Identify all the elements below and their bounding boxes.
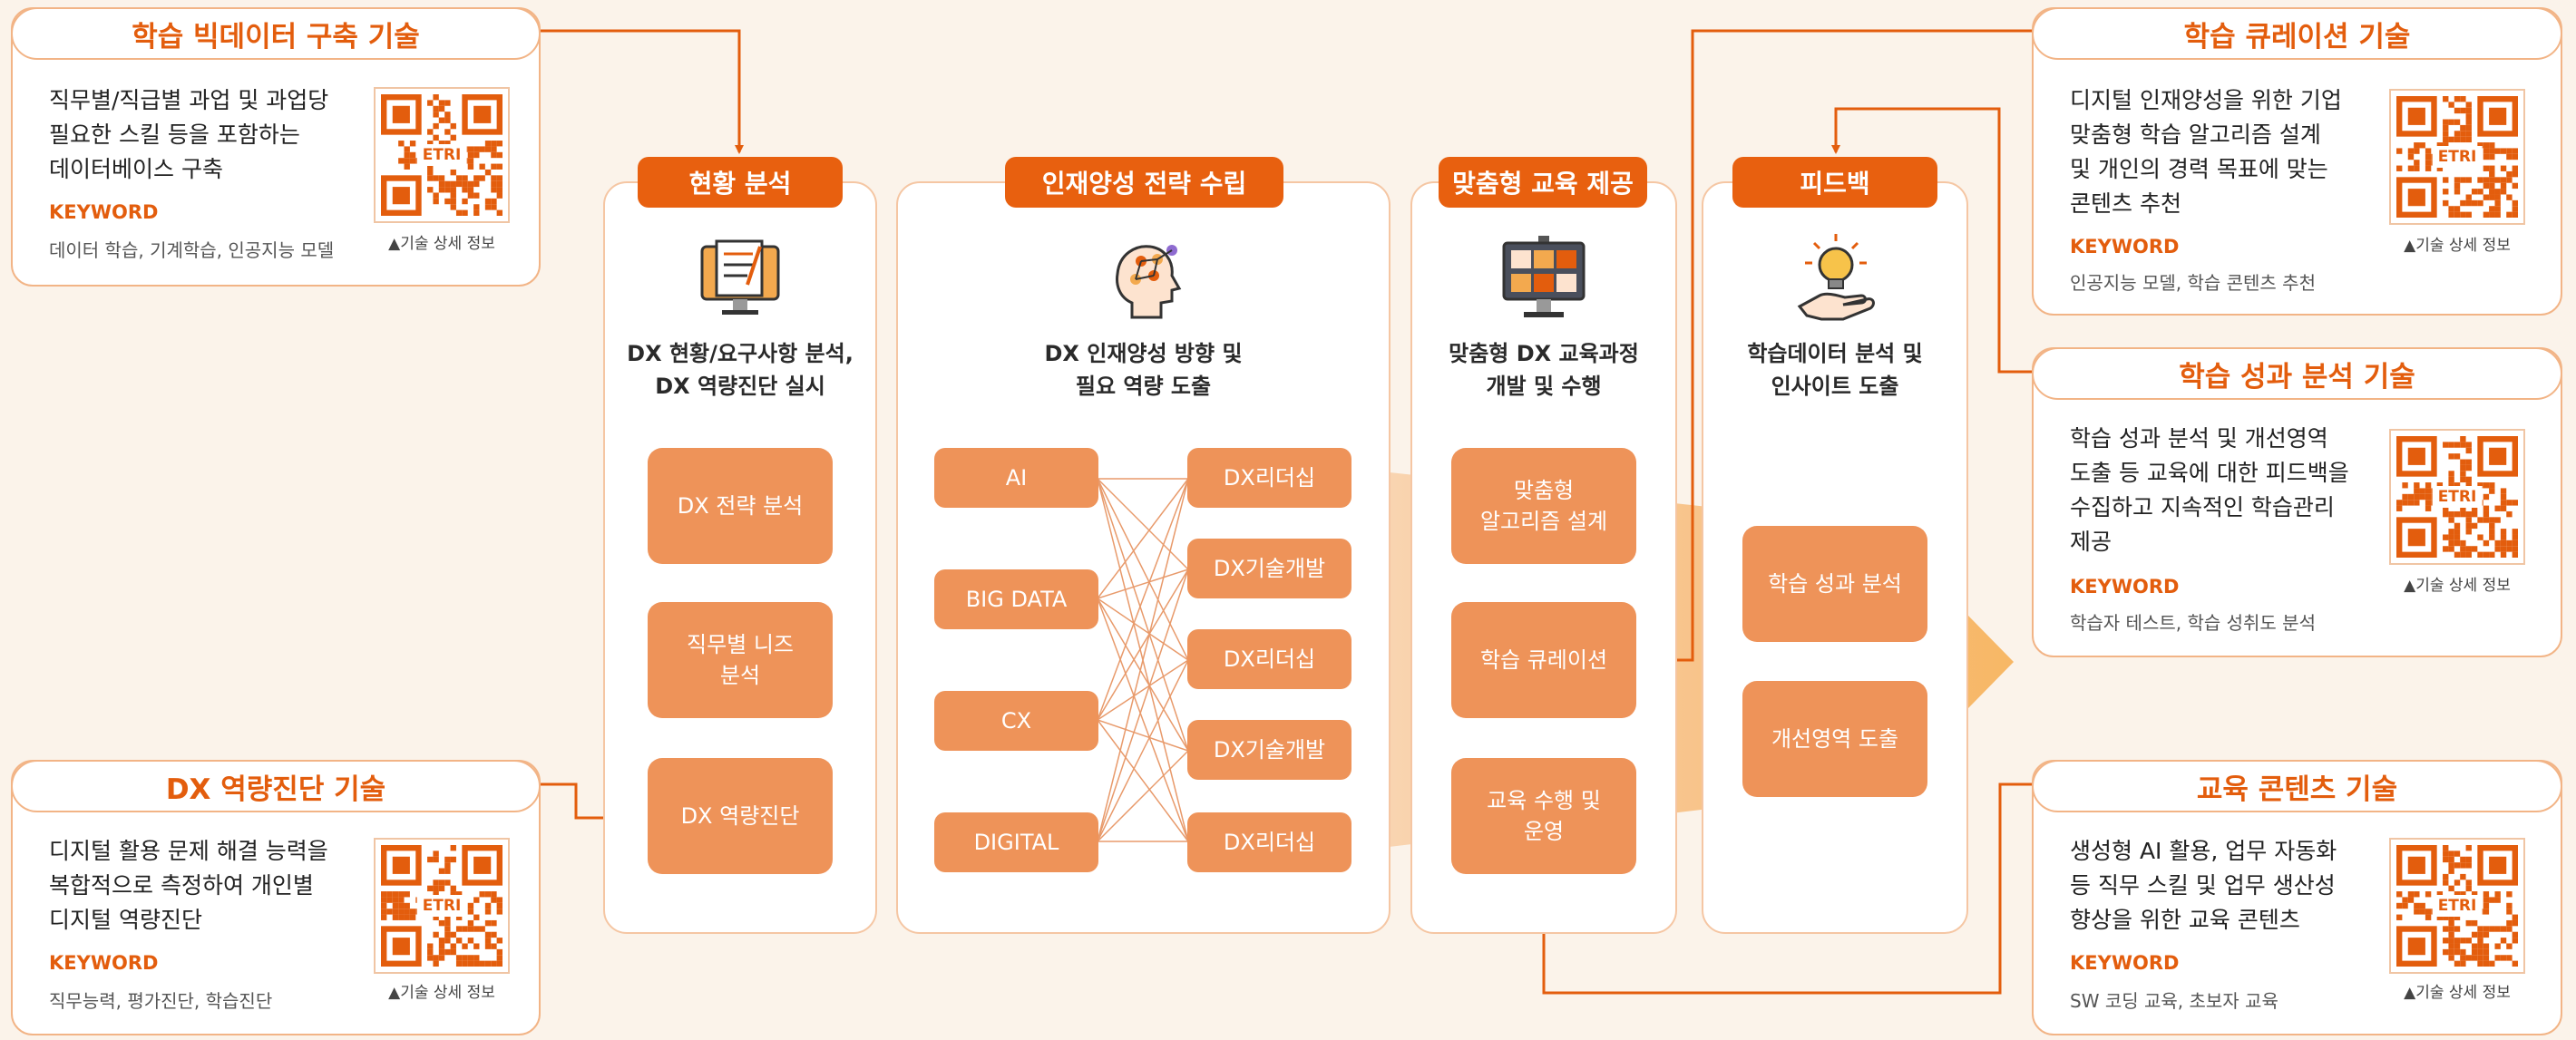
box-dx-leadership-2: DX리더십: [1187, 629, 1351, 689]
card-title: 학습 큐레이션 기술: [2032, 7, 2562, 60]
box-learning-curation: 학습 큐레이션: [1451, 602, 1636, 718]
box-education-operation: 교육 수행 및 운영: [1451, 758, 1636, 874]
column-subtitle-strategy: DX 인재양성 방향 및 필요 역량 도출: [1044, 341, 1243, 399]
card-description: 디지털 인재양성을 위한 기업 맞춤형 학습 알고리즘 설계 및 개인의 경력 …: [2070, 87, 2342, 217]
card-description: 직무별/직급별 과업 및 과업당 필요한 스킬 등을 포함하는 데이터베이스 구…: [49, 87, 329, 182]
etri-logo: ETRI: [2432, 895, 2483, 917]
tech-card-curation: 학습 큐레이션 기술 디지털 인재양성을 위한 기업 맞춤형 학습 알고리즘 설…: [2032, 7, 2562, 316]
keyword-label: KEYWORD: [49, 201, 159, 223]
box-dx-strategy: DX 전략 분석: [648, 448, 833, 564]
etri-logo: ETRI: [2432, 146, 2483, 168]
box-digital: DIGITAL: [934, 812, 1098, 872]
box-big-data: BIG DATA: [934, 569, 1098, 629]
head-network-icon: [1116, 245, 1182, 319]
box-dx-leadership-1: DX리더십: [1187, 448, 1351, 508]
etri-logo: ETRI: [2432, 486, 2483, 508]
etri-logo: ETRI: [416, 895, 467, 917]
qr-caption: ▲기술 상세 정보: [2404, 577, 2511, 595]
keyword-text: 데이터 학습, 기계학습, 인공지능 모델: [49, 239, 335, 261]
video-conference-icon: [1502, 236, 1586, 317]
keyword-text: 인공지능 모델, 학습 콘텐츠 추천: [2070, 272, 2316, 294]
card-title: DX 역량진단 기술: [11, 760, 541, 812]
tech-card-performance: 학습 성과 분석 기술 학습 성과 분석 및 개선영역 도출 등 교육에 대한 …: [2032, 347, 2562, 657]
card-description: 학습 성과 분석 및 개선영역 도출 등 교육에 대한 피드백을 수집하고 지속…: [2070, 425, 2349, 555]
box-cx: CX: [934, 691, 1098, 751]
column-header-analysis: 현황 분석: [638, 157, 843, 208]
keyword-text: SW 코딩 교육, 초보자 교육: [2070, 990, 2278, 1012]
box-custom-algorithm: 맞춤형 알고리즘 설계: [1451, 448, 1636, 564]
tech-card-bigdata: 학습 빅데이터 구축 기술 직무별/직급별 과업 및 과업당 필요한 스킬 등을…: [11, 7, 541, 287]
etri-logo: ETRI: [416, 144, 467, 166]
qr-caption: ▲기술 상세 정보: [388, 235, 495, 253]
box-dx-diagnosis: DX 역량진단: [648, 758, 833, 874]
column-header-feedback: 피드백: [1732, 157, 1937, 208]
qr-code-icon[interactable]: ETRI: [2389, 838, 2525, 974]
card-description: 생성형 AI 활용, 업무 자동화 등 직무 스킬 및 업무 생산성 향상을 위…: [2070, 838, 2337, 933]
box-job-needs: 직무별 니즈 분석: [648, 602, 833, 718]
box-dx-leadership-3: DX리더십: [1187, 812, 1351, 872]
tech-card-dx-diagnosis: DX 역량진단 기술 디지털 활용 문제 해결 능력을 복합적으로 측정하여 개…: [11, 760, 541, 1035]
qr-code-icon[interactable]: ETRI: [2389, 89, 2525, 225]
arrow-bigdata: [541, 29, 744, 154]
column-subtitle-analysis: DX 현황/요구사항 분석, DX 역량진단 실시: [627, 341, 854, 399]
qr-caption: ▲기술 상세 정보: [2404, 237, 2511, 255]
card-title: 학습 성과 분석 기술: [2032, 347, 2562, 400]
column-header-custom: 맞춤형 교육 제공: [1439, 157, 1647, 208]
card-title: 교육 콘텐츠 기술: [2032, 760, 2562, 812]
monitor-checklist-icon: [700, 239, 780, 315]
qr-code-icon[interactable]: ETRI: [374, 838, 510, 974]
box-dx-tech-1: DX기술개발: [1187, 539, 1351, 598]
qr-code-icon[interactable]: ETRI: [2389, 429, 2525, 565]
column-header-strategy: 인재양성 전략 수립: [1005, 157, 1283, 208]
qr-caption: ▲기술 상세 정보: [2404, 984, 2511, 1002]
keyword-text: 학습자 테스트, 학습 성취도 분석: [2070, 612, 2316, 634]
lightbulb-hand-icon: [1797, 234, 1875, 321]
column-subtitle-feedback: 학습데이터 분석 및 인사이트 도출: [1747, 341, 1923, 399]
qr-caption: ▲기술 상세 정보: [388, 984, 495, 1002]
card-title: 학습 빅데이터 구축 기술: [11, 7, 541, 60]
card-description: 디지털 활용 문제 해결 능력을 복합적으로 측정하여 개인별 디지털 역량진단: [49, 838, 328, 933]
arrow-contents: [1539, 782, 2032, 995]
keyword-label: KEYWORD: [2070, 236, 2180, 258]
keyword-label: KEYWORD: [2070, 952, 2180, 974]
keyword-text: 직무능력, 평가진단, 학습진단: [49, 990, 273, 1012]
box-ai: AI: [934, 448, 1098, 508]
connection-lines: [1098, 478, 1188, 842]
tech-card-contents: 교육 콘텐츠 기술 생성형 AI 활용, 업무 자동화 등 직무 스킬 및 업무…: [2032, 760, 2562, 1035]
keyword-label: KEYWORD: [2070, 576, 2180, 598]
column-subtitle-custom: 맞춤형 DX 교육과정 개발 및 수행: [1449, 341, 1639, 399]
box-improvement-area: 개선영역 도출: [1742, 681, 1927, 797]
box-performance-analysis: 학습 성과 분석: [1742, 526, 1927, 642]
arrow-performance: [1831, 107, 2032, 374]
qr-code-icon[interactable]: ETRI: [374, 87, 510, 223]
box-dx-tech-2: DX기술개발: [1187, 720, 1351, 780]
keyword-label: KEYWORD: [49, 952, 159, 974]
